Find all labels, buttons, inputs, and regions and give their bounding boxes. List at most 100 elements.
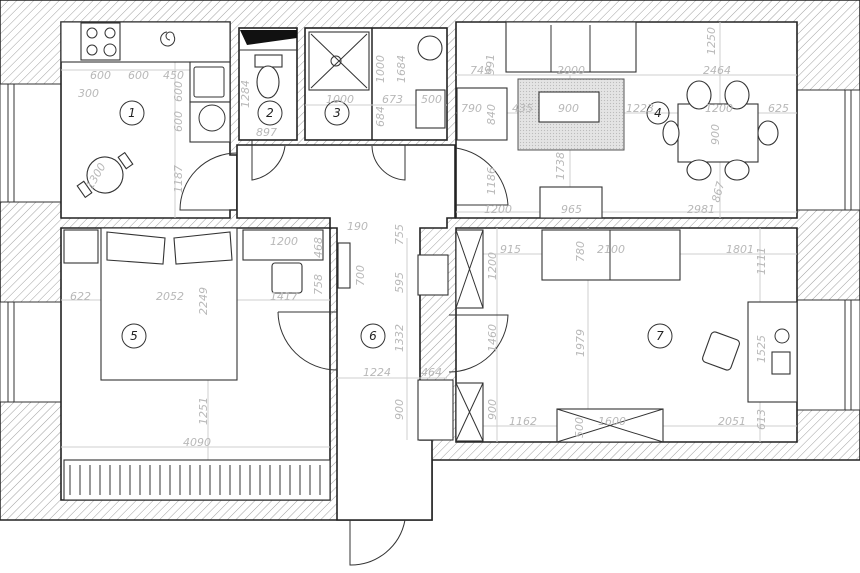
dimension-label: 300 <box>78 87 99 100</box>
nightstand <box>63 229 99 264</box>
room-number: 5 <box>130 329 138 343</box>
dresser <box>242 229 324 261</box>
dimension-label: 755 <box>393 224 406 245</box>
dimension-label: 1200 <box>270 235 298 248</box>
hangers-icon <box>69 465 321 495</box>
dimension-label: 1000 <box>326 93 354 106</box>
kitchen-furniture <box>60 21 231 199</box>
dimension-label: 468 <box>312 237 325 258</box>
living-furniture <box>456 21 779 219</box>
dimension-label: 190 <box>347 220 368 233</box>
dimension-label: 1000 <box>374 55 387 83</box>
washbasin-icon <box>415 89 446 129</box>
windows <box>0 83 860 411</box>
door-bathroom[interactable] <box>371 145 406 181</box>
coat-rack <box>417 379 454 441</box>
shoe-cabinet <box>337 242 351 289</box>
dimension-label: 1250 <box>705 27 718 55</box>
washing-machine-icon <box>417 35 443 61</box>
window-kitchen <box>0 83 62 203</box>
dimension-label: 1460 <box>486 324 499 352</box>
dimension-label: 1979 <box>574 329 587 357</box>
armchair <box>456 87 508 141</box>
dimension-label: 600 <box>172 81 185 102</box>
ottoman <box>271 262 303 294</box>
dimension-label: 1738 <box>554 152 567 180</box>
dimension-label: 758 <box>312 274 325 295</box>
dimension-label: 464 <box>421 366 442 379</box>
hall-study-furniture <box>337 229 798 443</box>
dining-table <box>677 103 759 163</box>
room-number: 7 <box>656 329 664 343</box>
sofa <box>505 21 637 73</box>
bathroom-fixtures <box>308 31 446 129</box>
dimension-label: 900 <box>486 399 499 420</box>
dimension-label: 915 <box>500 243 521 256</box>
lamp-icon <box>774 328 790 344</box>
tv-stand <box>539 186 603 219</box>
dimension-label: 4090 <box>183 436 211 449</box>
dimension-label: 867 <box>709 180 727 204</box>
sofa <box>541 229 681 281</box>
console <box>417 254 449 296</box>
entrance-door[interactable] <box>349 519 406 566</box>
dimension-label: 991 <box>484 54 497 75</box>
dimension-label: 613 <box>755 409 768 430</box>
boiler-icon <box>240 30 297 45</box>
dimension-label: 1251 <box>197 397 210 425</box>
room-number: 2 <box>266 106 274 120</box>
dining-table-small <box>76 151 134 199</box>
dimension-label: 600 <box>128 69 149 82</box>
bedroom-furniture <box>63 227 331 501</box>
dimension-label: 965 <box>561 203 582 216</box>
dimension-label: 900 <box>558 102 579 115</box>
door-bedroom[interactable] <box>277 311 338 371</box>
dimension-label: 1223 <box>626 102 654 115</box>
wardrobe <box>63 459 331 501</box>
dimension-label: 600 <box>172 111 185 132</box>
dimension-label: 2249 <box>197 287 210 315</box>
window-study <box>796 299 860 411</box>
room-number: 4 <box>654 106 662 120</box>
dimension-label: 625 <box>768 102 789 115</box>
room-number: 1 <box>128 106 136 120</box>
dimension-label: 2100 <box>597 243 625 256</box>
door-toilet[interactable] <box>251 140 286 181</box>
dimension-label: 1187 <box>172 165 185 193</box>
dimension-label: 1111 <box>755 247 768 275</box>
dimension-label: 780 <box>574 241 587 262</box>
toilet-icon <box>256 65 280 99</box>
dimension-label: 1525 <box>755 335 768 363</box>
dimension-label: 500 <box>421 93 442 106</box>
dimension-label: 840 <box>485 104 498 125</box>
dimension-label: 595 <box>393 272 406 293</box>
dimension-label: 673 <box>382 93 403 106</box>
coffee-table <box>538 91 600 123</box>
dimension-label: 1200 <box>484 203 512 216</box>
dimension-label: 500 <box>573 417 586 438</box>
dimension-label: 749 <box>470 64 491 77</box>
dimension-label: 700 <box>354 265 367 286</box>
dimension-label: 1684 <box>395 55 408 83</box>
dimension-label: 1284 <box>239 80 252 108</box>
door-living[interactable] <box>455 147 509 206</box>
room-study <box>455 227 798 443</box>
room-number: 6 <box>369 329 377 343</box>
dimension-label: 2464 <box>703 64 731 77</box>
dimension-label: 1200 <box>705 102 733 115</box>
dimension-label: 1417 <box>270 290 298 303</box>
pillow <box>106 231 166 265</box>
dimension-label: 1801 <box>726 243 754 256</box>
dimension-label: 684 <box>374 106 387 127</box>
dishwasher-icon <box>189 101 231 143</box>
dimension-label: 2051 <box>718 415 746 428</box>
dimension-label: 1186 <box>485 167 498 195</box>
dimension-label: 900 <box>709 124 722 145</box>
door-kitchen[interactable] <box>179 152 238 211</box>
dimension-label: 790 <box>461 102 482 115</box>
window-bedroom <box>0 301 62 403</box>
room-numbers: 1 2 3 4 5 6 7 <box>119 100 673 349</box>
dimension-label: 1600 <box>598 415 626 428</box>
door-study[interactable] <box>448 314 509 373</box>
